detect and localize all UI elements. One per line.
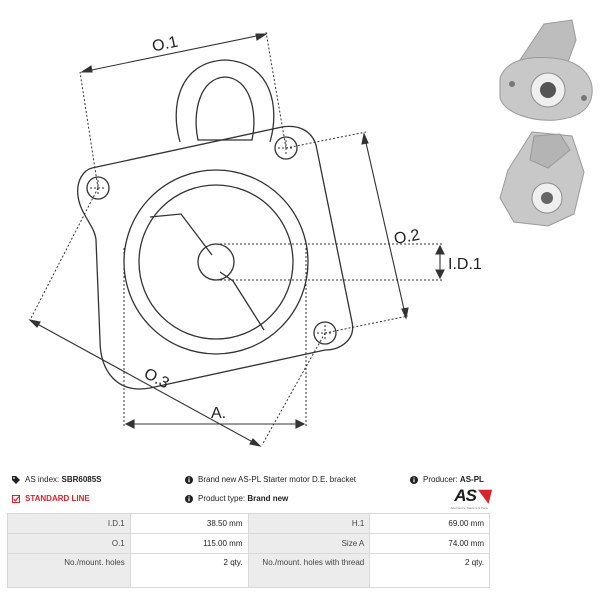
shaft-hole	[197, 243, 235, 281]
outer-bore-circle	[123, 169, 309, 355]
flange-outline	[77, 125, 354, 390]
spec-key: H.1	[247, 513, 371, 534]
spec-key: No./mount. holes	[7, 553, 131, 588]
o2-ext-bottom	[324, 315, 409, 334]
logo-mark: AS◥	[454, 486, 489, 505]
spec-table: I.D.1 38.50 mm H.1 69.00 mm O.1 115.00 m…	[7, 513, 490, 588]
standard-line-badge: STANDARD LINE	[12, 494, 90, 503]
o3-dim-line	[29, 319, 261, 447]
logo-tagline: Alternators, Starters & Parts	[450, 506, 488, 510]
product-type: Product type: Brand new	[185, 494, 288, 503]
o2-dim-line	[363, 133, 407, 319]
spec-key: O.1	[7, 533, 131, 554]
mount-hole-top	[274, 136, 298, 160]
as-index-value: SBR6085S	[61, 475, 102, 484]
table-row: I.D.1 38.50 mm H.1 69.00 mm	[7, 513, 490, 534]
table-row: No./mount. holes 2 qty. No./mount. holes…	[7, 553, 490, 588]
info-icon	[410, 475, 418, 484]
producer: Producer: AS-PL	[410, 475, 484, 484]
mount-hole-left	[86, 176, 110, 200]
checkbox-check-icon	[12, 494, 20, 503]
o1-ext-left	[79, 71, 99, 189]
info-icon	[185, 475, 193, 484]
o1-label: O.1	[151, 33, 180, 55]
o3-ext-right	[261, 332, 326, 446]
tag-icon	[12, 475, 20, 484]
spec-value: 74.00 mm	[369, 533, 490, 554]
bracket-photo-side	[499, 131, 585, 227]
spec-key: Size A	[247, 533, 371, 554]
top-lug-inner	[195, 76, 255, 141]
id1-label: I.D.1	[448, 256, 482, 273]
mount-hole-bottom	[313, 321, 337, 345]
o2-ext-top	[285, 131, 367, 149]
spec-key: No./mount. holes with thread	[247, 553, 371, 588]
table-row: O.1 115.00 mm Size A 74.00 mm	[7, 533, 490, 554]
as-index: AS index: SBR6085S	[12, 475, 102, 484]
inner-bore-circle	[138, 184, 294, 340]
spec-value: 115.00 mm	[129, 533, 249, 554]
as-pl-logo: AS◥ Alternators, Starters & Parts	[450, 486, 489, 510]
product-type-label: Product type:	[198, 494, 246, 503]
o2-label: O.2	[393, 227, 421, 248]
o3-ext-left	[29, 187, 99, 321]
o1-dim-line	[81, 33, 267, 73]
technical-drawing: O.1 O.2 O.3 I.D.1 A.	[28, 19, 593, 447]
sector-cut	[149, 213, 265, 331]
producer-label: Producer:	[423, 475, 458, 484]
product-type-value: Brand new	[247, 494, 289, 503]
as-index-label: AS index:	[25, 475, 60, 484]
spec-key: I.D.1	[7, 513, 131, 534]
top-lug	[175, 59, 275, 143]
spec-value: 38.50 mm	[129, 513, 249, 534]
a-label: A.	[211, 405, 226, 422]
spec-value: 2 qty.	[129, 553, 249, 588]
standard-line-text: STANDARD LINE	[25, 494, 90, 503]
producer-value: AS-PL	[459, 475, 484, 484]
info-icon	[185, 494, 193, 503]
spec-value: 69.00 mm	[369, 513, 490, 534]
spec-value: 2 qty.	[369, 553, 490, 588]
bracket-photo-front	[499, 19, 593, 121]
description-text: Brand new AS-PL Starter motor D.E. brack…	[198, 475, 356, 484]
description: Brand new AS-PL Starter motor D.E. brack…	[185, 475, 356, 484]
